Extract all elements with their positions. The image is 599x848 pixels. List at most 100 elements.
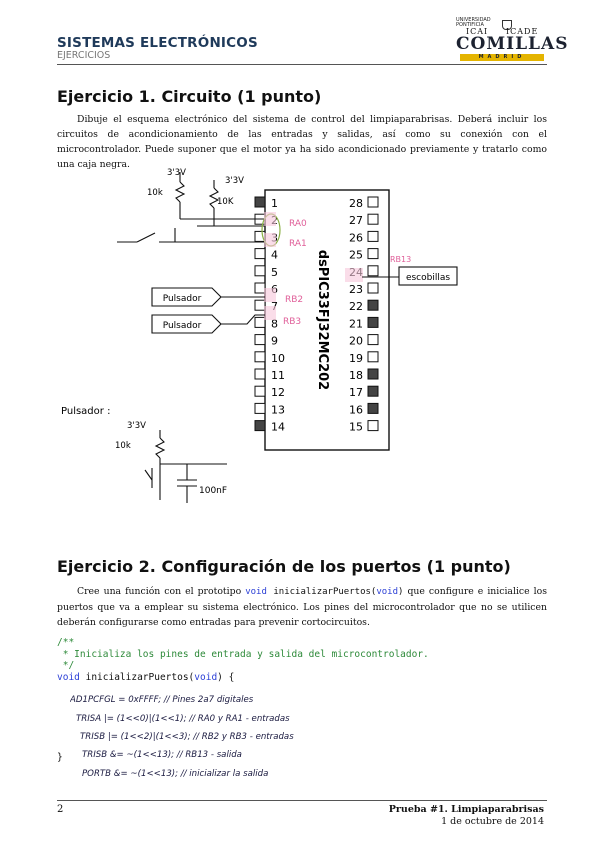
code-comment-2: * Inicializa los pines de entrada y sali… bbox=[57, 648, 429, 660]
highlight-pin-6 bbox=[264, 288, 276, 302]
code-close-brace: } bbox=[57, 752, 63, 763]
chip-pin-number: 8 bbox=[271, 317, 278, 330]
escobillas-label: escobillas bbox=[406, 273, 450, 283]
exercise1-text: Dibuje el esquema electrónico del sistem… bbox=[57, 114, 547, 170]
chip-right-pins: 2827262524232221201918171615 bbox=[349, 196, 379, 434]
pulsador-circuit bbox=[144, 430, 227, 503]
resistor-label-3: 10k bbox=[115, 441, 131, 451]
chip-pin-square bbox=[254, 368, 266, 380]
logo-icai: ICAI bbox=[466, 27, 489, 36]
rb13-label: RB13 bbox=[390, 255, 411, 264]
chip-label: dsPIC33FJ32MC202 bbox=[315, 250, 330, 390]
logo-city: MADRID bbox=[460, 54, 544, 61]
chip-pin-square bbox=[254, 334, 266, 346]
exercise2-text-before: Cree una función con el prototipo bbox=[77, 586, 246, 597]
chip-pin-square bbox=[254, 316, 266, 328]
chip-pin-number: 27 bbox=[349, 214, 363, 227]
hand-line-2: TRISA |= (1<<0)|(1<<1); // RA0 y RA1 - e… bbox=[76, 714, 290, 724]
university-logo: UNIVERSIDAD PONTIFICIA ICAI ICADE COMILL… bbox=[456, 17, 567, 62]
chip-pin-number: 26 bbox=[349, 231, 363, 244]
chip-pin-number: 28 bbox=[349, 197, 363, 210]
highlight-pin-24 bbox=[345, 268, 363, 282]
rb2-label: RB2 bbox=[285, 295, 303, 305]
chip-pin-number: 10 bbox=[271, 352, 285, 365]
pulsador-label-2: Pulsador bbox=[163, 321, 202, 331]
proto-kw-void-2: void bbox=[376, 587, 399, 597]
chip-pin-square bbox=[367, 299, 379, 311]
chip-pin-square bbox=[254, 299, 266, 311]
chip-pin-number: 18 bbox=[349, 369, 363, 382]
chip-pin-square bbox=[367, 420, 379, 432]
chip-pin-number: 5 bbox=[271, 266, 278, 279]
circuit-diagram: dsPIC33FJ32MC202 1234567891011121314 282… bbox=[61, 168, 458, 503]
page-number: 2 bbox=[57, 804, 64, 815]
chip-pin-number: 16 bbox=[349, 403, 363, 416]
chip-pin-square bbox=[254, 248, 266, 260]
chip-pin-square bbox=[254, 265, 266, 277]
chip-pin-square bbox=[367, 316, 379, 328]
switch-wire bbox=[117, 228, 265, 243]
handwritten-code: AD1PCFGL = 0xFFFF; // Pines 2a7 digitale… bbox=[70, 695, 294, 779]
chip-pin-square bbox=[254, 351, 266, 363]
chip-pin-square bbox=[367, 351, 379, 363]
footer-rule bbox=[57, 800, 547, 801]
pulsador-title: Pulsador : bbox=[61, 406, 110, 417]
chip-pin-number: 11 bbox=[271, 369, 285, 382]
pulsador-box-2 bbox=[151, 314, 222, 334]
logo-name: COMILLAS bbox=[456, 34, 569, 54]
chip-pin-square bbox=[367, 385, 379, 397]
header-subtitle: EJERCICIOS bbox=[57, 50, 111, 61]
chip-left-pins: 1234567891011121314 bbox=[254, 196, 285, 434]
chip-pin-number: 19 bbox=[349, 352, 363, 365]
pulsador-box-1 bbox=[151, 287, 222, 307]
proto-name: inicializarPuertos( bbox=[266, 587, 377, 597]
chip-pin-number: 12 bbox=[271, 386, 285, 399]
vcc-label-2: 3'3V bbox=[225, 176, 244, 186]
pullup-resistor-1 bbox=[174, 172, 265, 220]
code-comment-1: /** bbox=[57, 637, 75, 648]
resistor-label-1: 10k bbox=[147, 188, 163, 198]
highlight-pin-2 bbox=[264, 212, 276, 226]
vcc-label-1: 3'3V bbox=[167, 168, 186, 178]
exercise2-heading: Ejercicio 2. Configuración de los puerto… bbox=[57, 557, 511, 576]
proto-kw-void-1: void bbox=[245, 587, 267, 597]
chip-pin-square bbox=[367, 230, 379, 242]
chip-pin-number: 15 bbox=[349, 421, 363, 434]
hand-line-3: TRISB |= (1<<2)|(1<<3); // RB2 y RB3 - e… bbox=[80, 732, 294, 742]
chip-pin-number: 13 bbox=[271, 403, 285, 416]
chip-pin-number: 22 bbox=[349, 300, 363, 313]
highlight-pin-7 bbox=[264, 306, 276, 320]
code-kw-void-2: void bbox=[194, 671, 218, 683]
chip-pin-number: 23 bbox=[349, 283, 363, 296]
code-block: /** * Inicializa los pines de entrada y … bbox=[57, 637, 429, 764]
chip-pin-number: 21 bbox=[349, 317, 363, 330]
chip-pin-number: 14 bbox=[271, 421, 285, 434]
chip-pin-number: 17 bbox=[349, 386, 363, 399]
pullup-resistor-2 bbox=[197, 180, 265, 227]
vcc-label-3: 3'3V bbox=[127, 421, 146, 431]
chip-pin-square bbox=[367, 213, 379, 225]
chip-pin-number: 1 bbox=[271, 197, 278, 210]
highlight-pin-3 bbox=[264, 233, 276, 247]
chip-pin-square bbox=[367, 248, 379, 260]
ra0-label: RA0 bbox=[289, 219, 307, 229]
footer-date: 1 de octubre de 2014 bbox=[441, 816, 544, 827]
chip-pin-square bbox=[367, 196, 379, 208]
footer-title: Prueba #1. Limpiaparabrisas bbox=[388, 804, 544, 815]
exercise2-text: Cree una función con el prototipo void i… bbox=[57, 584, 547, 630]
resistor-label-2: 10K bbox=[217, 197, 234, 207]
code-kw-void-1: void bbox=[57, 671, 80, 683]
chip-pin-number: 9 bbox=[271, 335, 278, 348]
exercise2-text-after: que configure e inicialice los puertos q… bbox=[57, 586, 547, 628]
chip-pin-square bbox=[367, 334, 379, 346]
header-rule bbox=[57, 64, 547, 65]
proto-end: ) bbox=[398, 587, 404, 597]
chip-pin-number: 25 bbox=[349, 249, 363, 262]
code-sig-end: ) { bbox=[217, 671, 235, 683]
header-title: SISTEMAS ELECTRÓNICOS bbox=[57, 35, 258, 51]
ra1-label: RA1 bbox=[289, 239, 307, 249]
chip-pin-square bbox=[254, 196, 266, 208]
logo-university: UNIVERSIDAD PONTIFICIA bbox=[456, 17, 491, 28]
code-comment-3: */ bbox=[57, 660, 75, 671]
chip-pin-square bbox=[367, 282, 379, 294]
